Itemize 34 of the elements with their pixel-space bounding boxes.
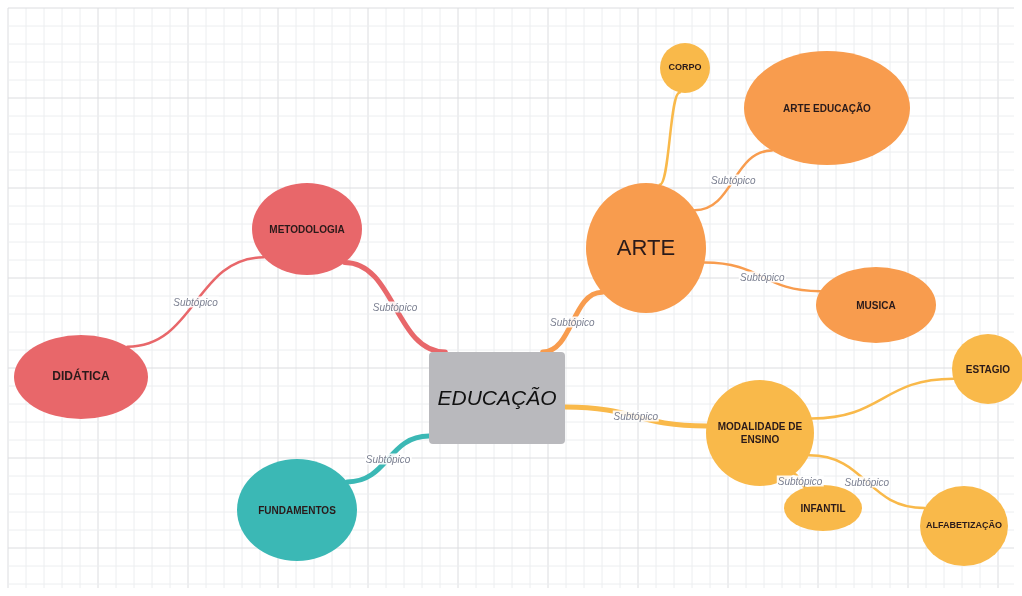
topic-ellipse <box>586 183 706 313</box>
connector-curve <box>540 289 605 355</box>
connector-curve <box>126 256 265 348</box>
topic-text: ALFABETIZAÇÃO <box>926 520 1002 532</box>
connector-curve <box>807 454 926 510</box>
edge-label: Subtópico <box>710 174 757 186</box>
edge-label: Subtópico <box>612 410 659 422</box>
topic-text: METODOLOGIA <box>269 222 345 236</box>
topic-text: INFANTIL <box>800 501 846 515</box>
topic-text: ESTAGIO <box>965 362 1011 376</box>
edge-label: Subtópico <box>364 453 412 465</box>
topic-text: DIDÁTICA <box>52 369 110 385</box>
topic-ellipse <box>660 43 710 93</box>
connector-curve <box>693 149 774 212</box>
topic-text: MUSICA <box>856 298 896 312</box>
edge-label: Subtópico <box>172 296 219 308</box>
topic-text: ARTE <box>616 233 676 262</box>
topic-text: CORPO <box>668 62 702 74</box>
connector-curve <box>658 91 681 186</box>
topic-text: ARTE EDUCAÇÃO <box>783 101 871 115</box>
edge-label: Subtópico <box>843 476 891 488</box>
topic-ellipse <box>952 334 1022 404</box>
connector-curve <box>810 377 955 420</box>
central-topic-box <box>429 352 565 444</box>
edge-label: Subtópico <box>739 271 786 283</box>
connector-curve <box>342 260 448 355</box>
topic-text: MODALIDADE DE ENSINO <box>716 420 804 446</box>
topic-ellipse <box>14 335 148 419</box>
topic-text: EDUCAÇÃO <box>437 385 557 412</box>
edge-label: Subtópico <box>371 301 419 313</box>
edge-label: Subtópico <box>549 316 596 328</box>
connector-curve <box>793 472 807 489</box>
edge-label: Subtópico <box>776 475 824 487</box>
topic-text: FUNDAMENTOS <box>258 503 336 517</box>
